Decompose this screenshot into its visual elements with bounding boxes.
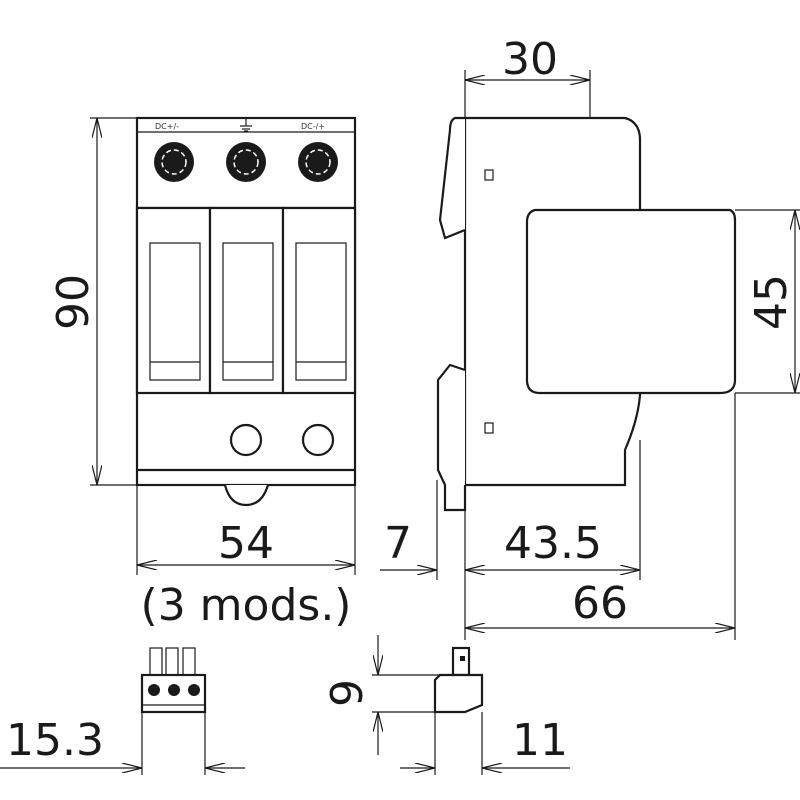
dim-body-depth: 43.5 xyxy=(504,518,602,569)
terminal-screws xyxy=(154,142,338,182)
connector-dimensions: 15.3 xyxy=(0,712,245,775)
dim-connector-width: 15.3 xyxy=(6,715,104,766)
dim-top-depth: 30 xyxy=(502,34,558,85)
front-view: DC+/- DC-/+ xyxy=(135,116,357,507)
dim-modules: (3 mods.) xyxy=(141,580,352,631)
front-cap xyxy=(525,208,737,395)
dim-clip: 7 xyxy=(384,518,412,569)
indicator-circle xyxy=(229,423,263,457)
dim-width: 54 xyxy=(218,518,274,569)
connector-front xyxy=(140,647,207,714)
din-clip xyxy=(223,484,270,507)
connector-side-dimensions: 9 11 xyxy=(322,635,570,775)
earth-ground-icon xyxy=(240,119,252,132)
terminal-label-dc-minus: DC-/+ xyxy=(301,122,325,131)
dim-cap-height: 45 xyxy=(746,274,797,330)
indicator-circle xyxy=(301,423,335,457)
connector-side xyxy=(433,646,484,714)
terminal-label-dc-plus: DC+/- xyxy=(155,122,179,131)
dim-total-depth: 66 xyxy=(572,578,628,629)
front-dimensions: 90 54 (3 mods.) xyxy=(48,117,356,631)
dim-height: 90 xyxy=(48,274,99,330)
modules xyxy=(135,206,357,395)
dim-connector-depth: 11 xyxy=(512,715,568,766)
side-view xyxy=(436,116,737,512)
side-dimensions: 30 45 7 43.5 66 xyxy=(380,34,800,640)
dim-connector-height: 9 xyxy=(322,679,373,707)
